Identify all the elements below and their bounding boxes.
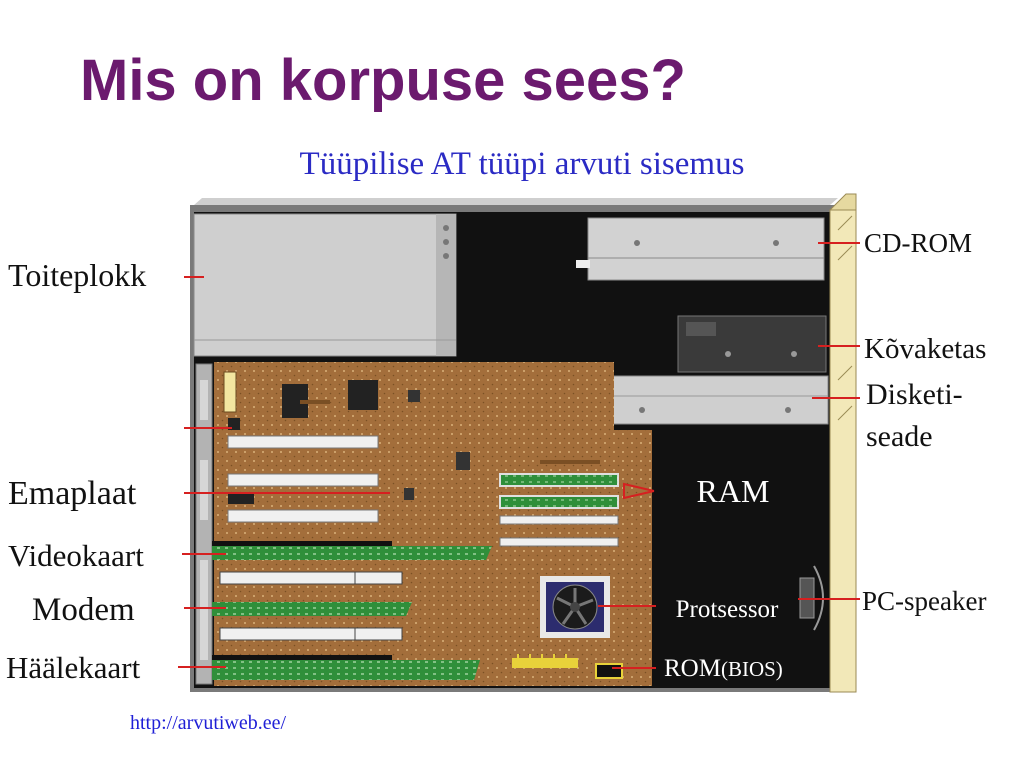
diagram-caption: Tüüpilise AT tüüpi arvuti sisemus xyxy=(300,146,745,182)
label-power-supply: Toiteplokk xyxy=(8,257,146,293)
label-cd-rom: CD-ROM xyxy=(864,228,972,258)
ram-label-box xyxy=(660,470,812,510)
label-motherboard: Emaplaat xyxy=(8,475,137,512)
label-ram: RAM xyxy=(697,473,770,509)
sound-card xyxy=(212,655,480,680)
label-floppy-line2: seade xyxy=(866,420,933,453)
label-pc-speaker: PC-speaker xyxy=(862,586,986,616)
jumper-pins xyxy=(512,654,578,668)
ram-modules xyxy=(499,473,619,547)
rear-brackets xyxy=(195,363,213,685)
slide-title: Mis on korpuse sees? xyxy=(80,48,686,113)
cd-rom-drive xyxy=(576,217,825,281)
label-sound-card: Häälekaart xyxy=(6,650,141,685)
hard-disk-drive xyxy=(677,315,827,373)
source-link[interactable]: http://arvutiweb.ee/ xyxy=(130,712,287,734)
pci-slots xyxy=(219,571,403,641)
front-panel xyxy=(828,193,857,693)
processor-label-box xyxy=(656,590,798,628)
bios-chip xyxy=(595,663,623,679)
rom-label-box xyxy=(656,648,822,684)
label-rom-bios: (BIOS) xyxy=(721,657,783,681)
label-processor: Protsessor xyxy=(676,596,779,623)
floppy-drive xyxy=(582,375,829,425)
leader-lines xyxy=(178,242,860,669)
label-video-card: Videokaart xyxy=(8,538,144,573)
video-card xyxy=(212,541,492,560)
label-rom-main: ROM xyxy=(664,655,721,682)
isa-slots xyxy=(227,435,379,523)
label-modem: Modem xyxy=(32,592,135,628)
label-rom: ROM(BIOS) xyxy=(664,655,783,682)
modem-card xyxy=(212,602,412,616)
power-supply xyxy=(193,213,457,357)
label-hard-disk: Kõvaketas xyxy=(864,333,986,365)
label-floppy-line1: Disketi- xyxy=(866,378,963,411)
